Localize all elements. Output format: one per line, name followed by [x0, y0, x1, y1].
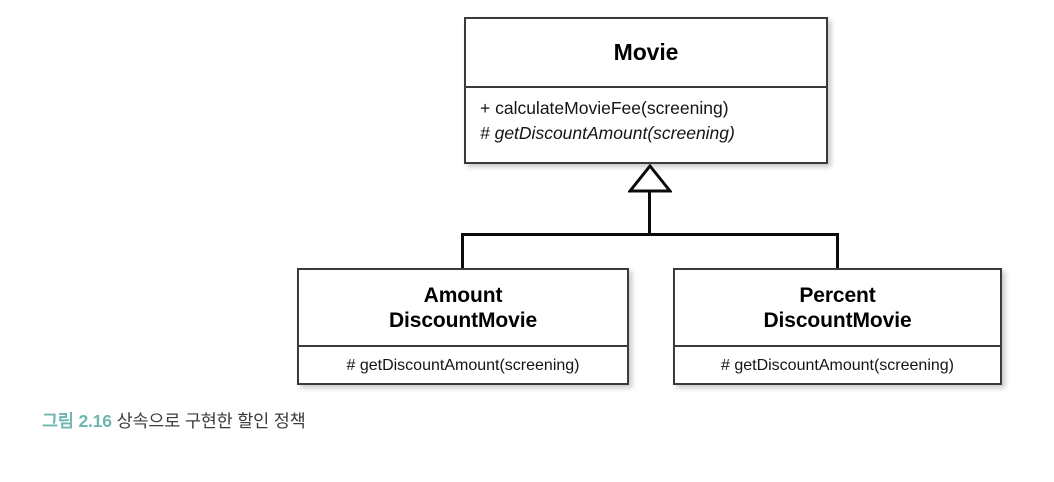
uml-class-movie-members: + calculateMovieFee(screening) # getDisc…	[466, 88, 826, 146]
figure-caption-text: 상속으로 구현한 할인 정책	[116, 411, 306, 431]
uml-class-percent-discount-movie-name: Percent DiscountMovie	[675, 270, 1000, 345]
uml-class-percent-discount-movie-name-line2: DiscountMovie	[763, 308, 912, 332]
uml-class-movie-divider	[466, 86, 826, 88]
hollow-triangle-generalization-icon	[628, 164, 672, 193]
uml-class-amount-discount-movie-name: Amount DiscountMovie	[299, 270, 627, 345]
generalization-crossbar-line	[461, 233, 839, 236]
uml-class-percent-discount-movie-member: # getDiscountAmount(screening)	[720, 357, 954, 374]
uml-class-movie-name: Movie	[613, 39, 679, 65]
uml-class-percent-discount-movie-name-line1: Percent	[799, 283, 876, 307]
figure-caption: 그림 2.16 상속으로 구현한 할인 정책	[42, 409, 306, 433]
generalization-drop-line-right	[836, 233, 839, 269]
uml-class-amount-discount-movie-divider	[299, 345, 627, 347]
uml-member-calculate-movie-fee: + calculateMovieFee(screening)	[480, 98, 729, 118]
uml-member-get-discount-amount-abstract: # getDiscountAmount(screening)	[480, 123, 735, 143]
uml-class-amount-discount-movie-name-line2: DiscountMovie	[388, 308, 538, 332]
uml-class-percent-discount-movie-divider	[675, 345, 1000, 347]
uml-class-amount-discount-movie-name-line1: Amount	[423, 283, 503, 307]
generalization-drop-line-left	[461, 233, 464, 269]
uml-class-amount-discount-movie[interactable]: Amount DiscountMovie # getDiscountAmount…	[297, 268, 629, 385]
uml-class-movie[interactable]: Movie + calculateMovieFee(screening) # g…	[464, 17, 828, 164]
uml-class-amount-discount-movie-member: # getDiscountAmount(screening)	[346, 357, 580, 374]
generalization-stem-line	[648, 189, 651, 235]
figure-caption-label: 그림 2.16	[42, 411, 112, 431]
uml-class-percent-discount-movie[interactable]: Percent DiscountMovie # getDiscountAmoun…	[673, 268, 1002, 385]
